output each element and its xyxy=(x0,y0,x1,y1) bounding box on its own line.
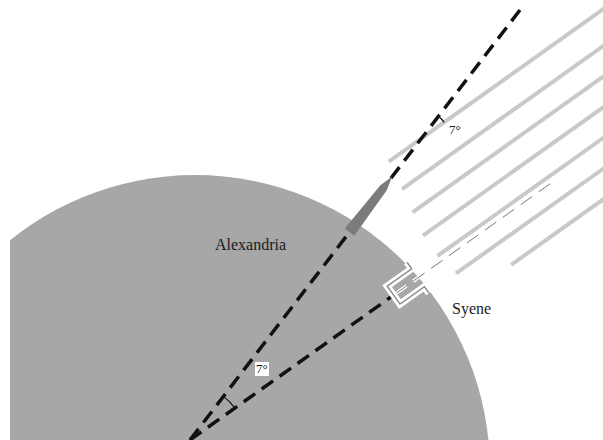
center-angle-arc xyxy=(223,396,234,408)
syene-radius xyxy=(190,287,405,440)
sun-angle-arc xyxy=(438,116,444,122)
place-label: Syene xyxy=(452,300,491,318)
sun-ray xyxy=(511,114,603,265)
earth-globe xyxy=(0,175,490,440)
obelisk xyxy=(345,177,392,236)
well-edge xyxy=(383,262,429,310)
sun-direction-line xyxy=(395,183,551,294)
alexandria-radius xyxy=(190,8,522,440)
angle-arcs xyxy=(223,116,444,408)
well-symbol xyxy=(383,262,429,310)
earth-surface xyxy=(10,175,490,440)
angle-label: 7° xyxy=(255,362,269,376)
well-wall xyxy=(383,262,429,310)
place-label: Alexandria xyxy=(215,236,286,254)
sun-direction-edge xyxy=(395,183,551,294)
angle-label: 7° xyxy=(448,123,462,137)
sun-ray xyxy=(413,33,603,213)
sun-ray xyxy=(456,94,603,274)
radius-lines xyxy=(190,8,552,440)
obelisk-symbol xyxy=(345,177,392,236)
